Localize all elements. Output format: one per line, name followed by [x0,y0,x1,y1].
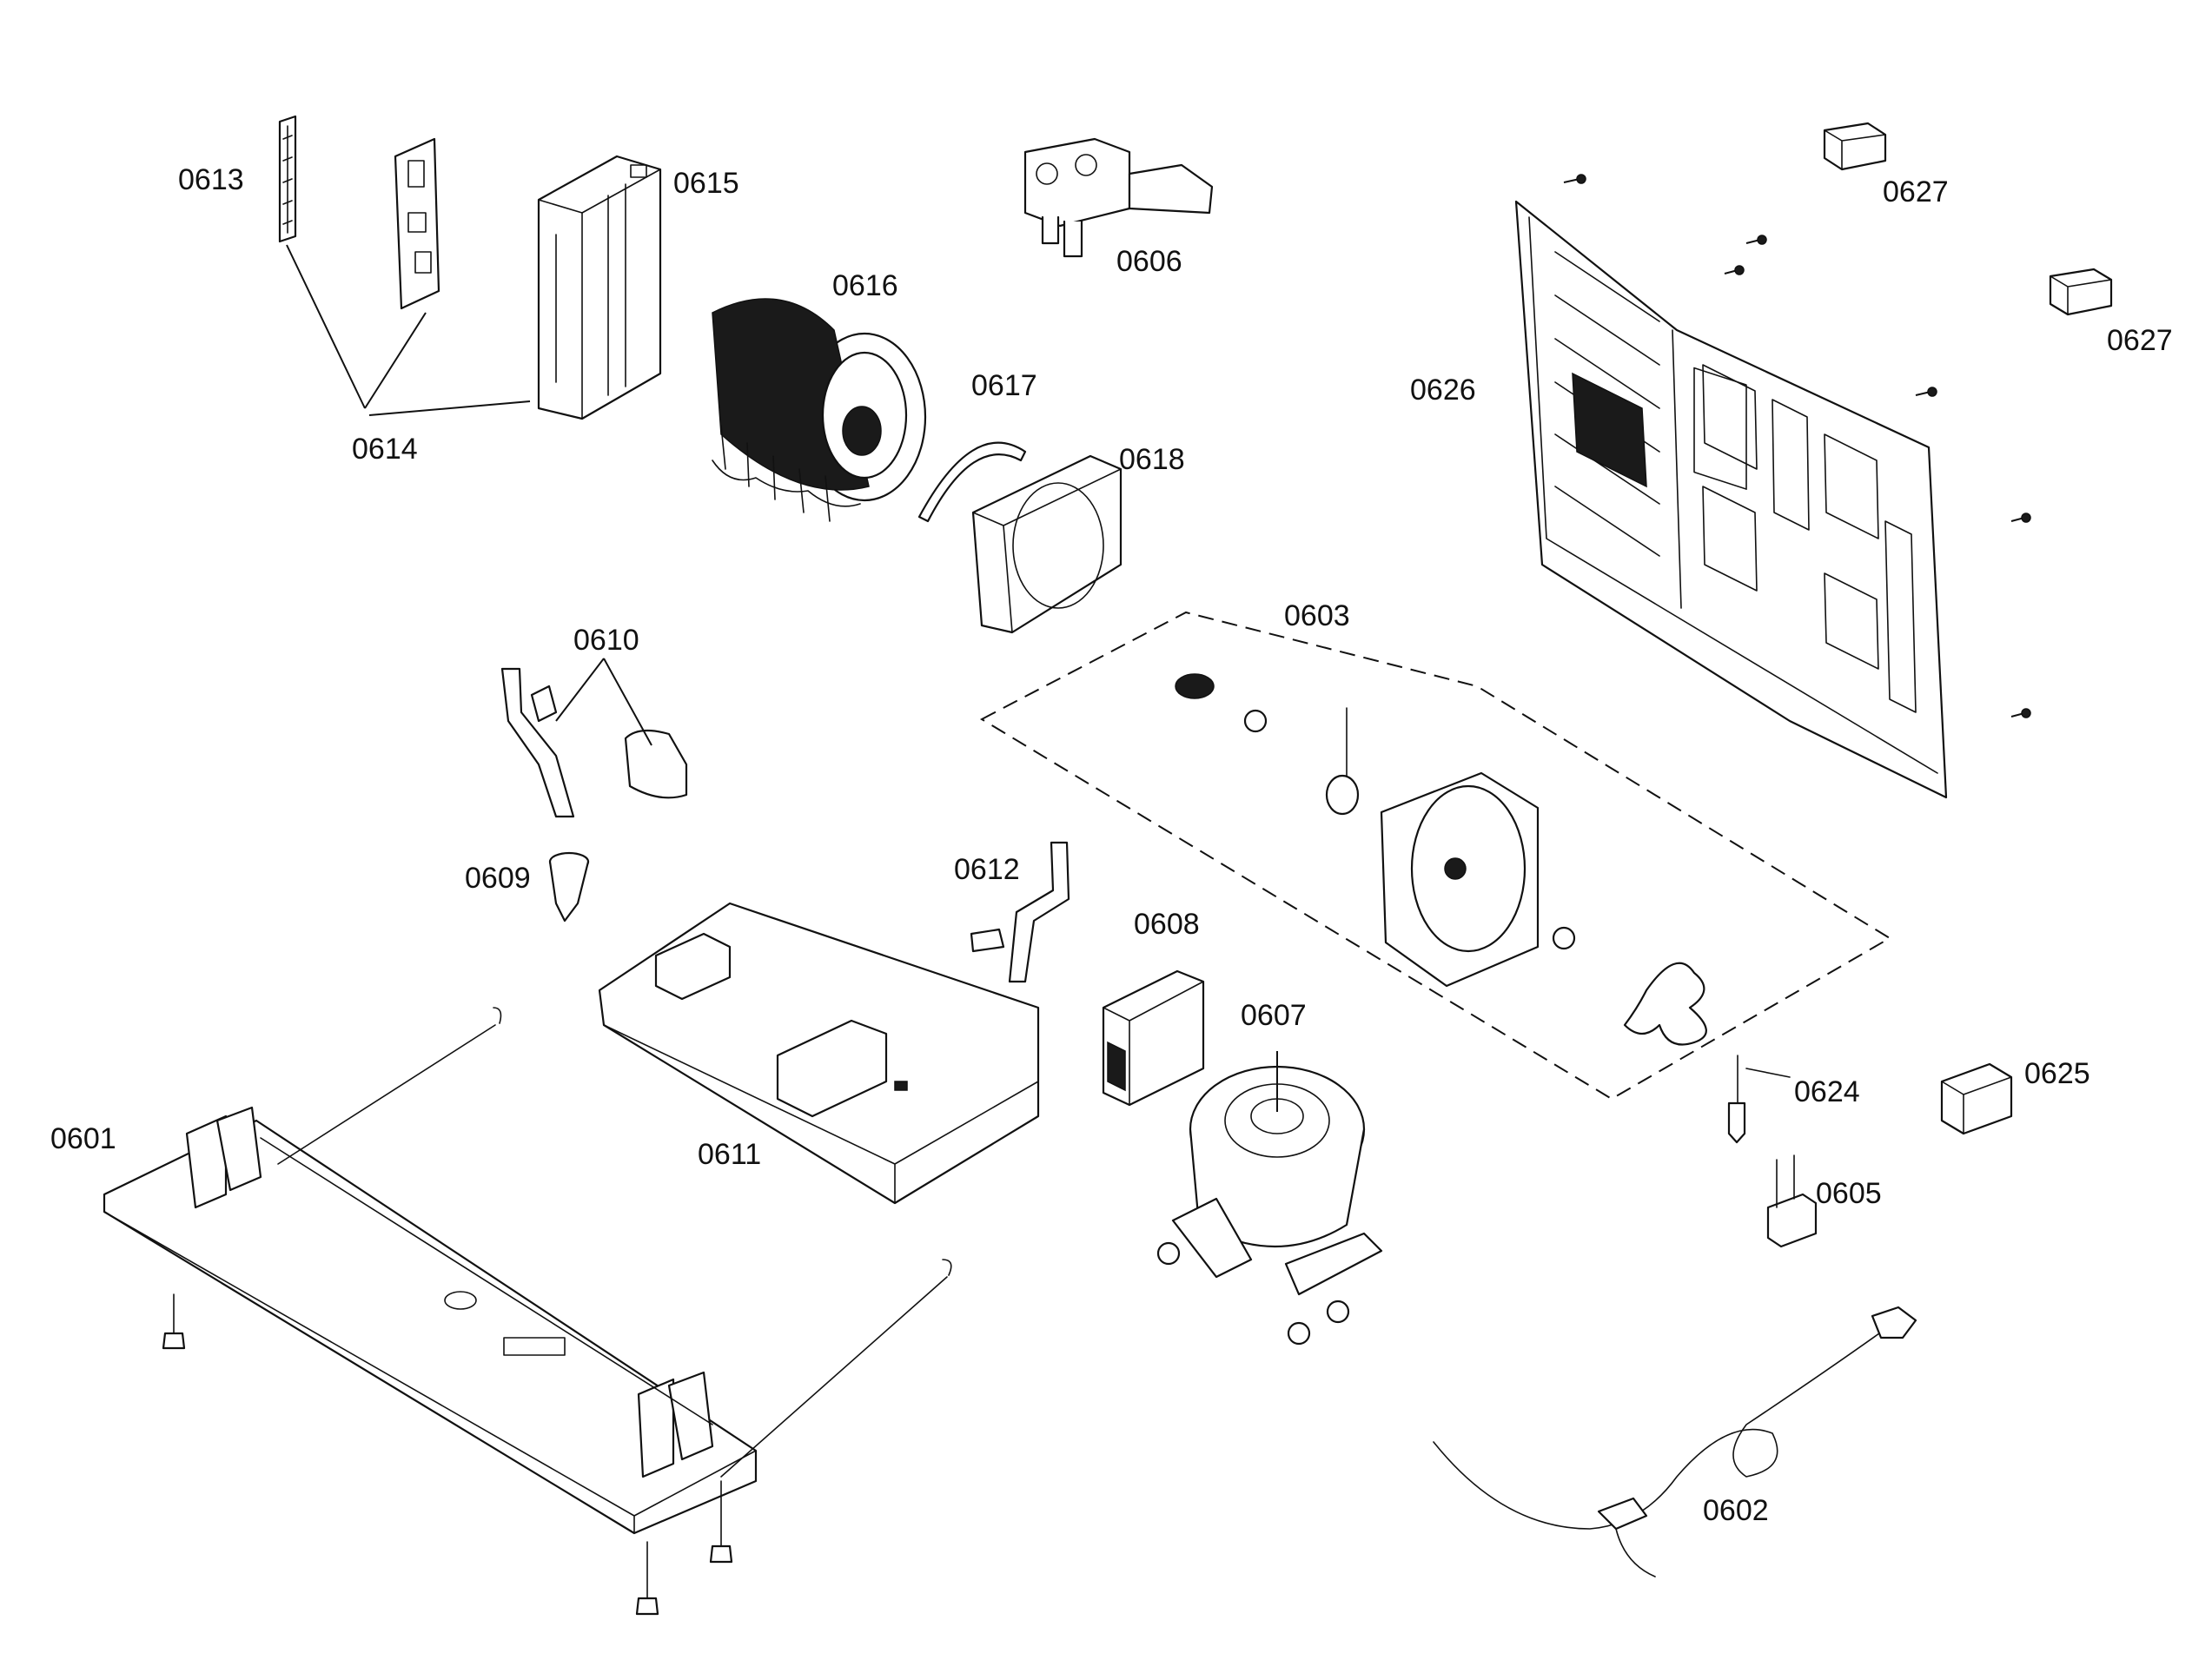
label-0603: 0603 [1284,599,1350,632]
part-0617-clip [917,441,1027,523]
label-0627-top: 0627 [1883,175,1949,208]
part-0614-board [394,137,440,310]
base-screws [162,1293,733,1616]
label-0611: 0611 [698,1138,761,1171]
part-0625-capacitor [1940,1062,2013,1135]
part-0613-bracket [278,115,297,243]
part-0609-fitting [548,851,590,923]
leader-0614 [286,244,531,416]
label-0610: 0610 [573,624,639,657]
label-0626: 0626 [1410,374,1476,407]
part-0605-relay [1766,1154,1818,1248]
part-0610-hose [500,667,688,818]
panel-screws [1563,174,2031,718]
label-0602: 0602 [1703,1494,1769,1527]
part-0618-shroud [971,454,1123,634]
part-0624-sensor [1727,1055,1791,1144]
label-0608: 0608 [1134,908,1200,941]
label-0625: 0625 [2024,1057,2090,1090]
label-0624: 0624 [1794,1075,1860,1108]
label-0618: 0618 [1119,443,1185,476]
compressor-grommets [1156,1241,1350,1346]
part-0627-block-b [2049,268,2113,316]
label-0609: 0609 [465,862,531,895]
label-0607: 0607 [1241,999,1307,1032]
part-0607-compressor [1171,1051,1383,1296]
part-0601-base-frame [103,1007,952,1535]
part-0612-tube [970,841,1070,983]
label-0617: 0617 [971,369,1037,402]
part-0616-evaporator [712,298,927,522]
part-0608-relay [1102,969,1205,1107]
label-0613: 0613 [178,163,244,196]
label-0614: 0614 [352,433,418,466]
label-0615: 0615 [673,167,739,200]
leader-0610 [555,658,652,746]
part-0602-power-cord [1433,1306,1917,1577]
part-labels: 0601 0602 0603 0605 0606 0607 0608 0609 … [50,163,2173,1527]
label-0627-right: 0627 [2107,324,2173,357]
part-0615-module [537,155,662,420]
part-0606-valve [1023,137,1214,258]
part-0611-tray [598,902,1040,1205]
label-0606: 0606 [1116,245,1182,278]
label-0605: 0605 [1816,1177,1882,1210]
label-0616: 0616 [832,269,898,302]
part-0627-block-a [1823,122,1887,171]
part-0603-fan-assembly [979,611,1891,1101]
label-0601: 0601 [50,1122,116,1155]
label-0612: 0612 [954,853,1020,886]
part-0626-panel [1514,200,1948,799]
